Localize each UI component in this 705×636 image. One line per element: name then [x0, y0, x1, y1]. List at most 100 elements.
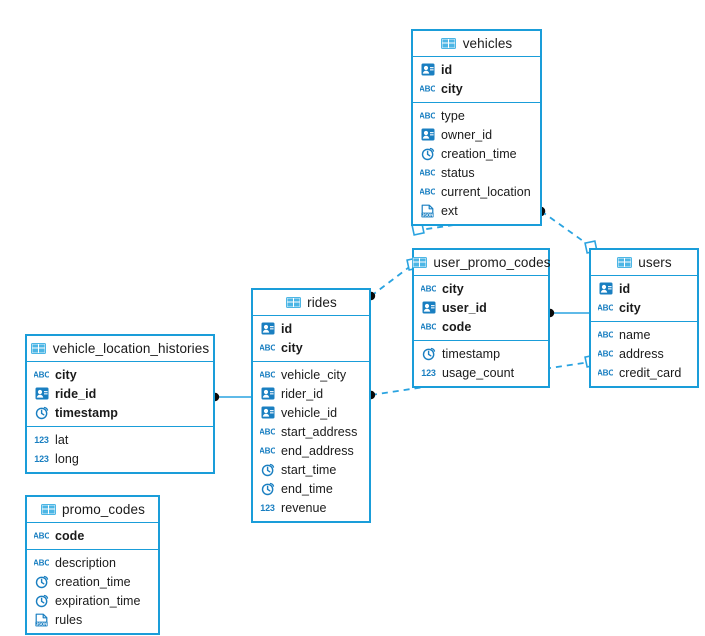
123-number-icon: 123 — [34, 453, 49, 464]
field-row-timestamp[interactable]: timestamp — [27, 403, 213, 422]
abc-text-icon: ABC — [420, 109, 435, 123]
field-row-type[interactable]: ABC type — [413, 106, 540, 125]
table-header-user_promo_codes[interactable]: user_promo_codes — [411, 250, 550, 276]
svg-text:ABC: ABC — [598, 331, 613, 340]
table-grid-icon — [31, 342, 47, 356]
id-card-icon — [260, 406, 275, 420]
table-header-promo_codes[interactable]: promo_codes — [27, 497, 158, 523]
field-row-address[interactable]: ABC address — [591, 344, 697, 363]
svg-text:ABC: ABC — [598, 350, 613, 359]
abc-text-icon: ABC — [598, 347, 613, 361]
field-name: code — [442, 319, 472, 334]
table-header-users[interactable]: users — [591, 250, 697, 276]
svg-text:ABC: ABC — [598, 369, 613, 378]
field-row-ext[interactable]: JSON ext — [413, 201, 540, 220]
table-grid-icon — [411, 256, 427, 270]
field-name: usage_count — [442, 365, 515, 380]
abc-text-icon: ABC — [420, 82, 435, 96]
field-row-timestamp[interactable]: timestamp — [414, 344, 548, 363]
svg-text:ABC: ABC — [260, 344, 275, 353]
relationship-vehicle_location_histories-rides[interactable] — [210, 392, 251, 402]
field-row-expiration_time[interactable]: expiration_time — [27, 591, 158, 610]
field-row-id[interactable]: id — [591, 279, 697, 298]
field-row-start_time[interactable]: start_time — [253, 460, 369, 479]
abc-text-icon: ABC — [34, 556, 49, 570]
field-row-creation_time[interactable]: creation_time — [413, 144, 540, 163]
field-row-ride_id[interactable]: ride_id — [27, 384, 213, 403]
field-row-creation_time[interactable]: creation_time — [27, 572, 158, 591]
field-row-usage_count[interactable]: 123 usage_count — [414, 363, 548, 382]
table-header-vehicle_location_histories[interactable]: vehicle_location_histories — [27, 336, 213, 362]
field-name: revenue — [281, 500, 327, 515]
table-title: rides — [307, 295, 337, 310]
relationship-user_promo_codes-users[interactable] — [545, 308, 589, 318]
table-grid-icon — [40, 503, 56, 517]
svg-text:ABC: ABC — [260, 371, 275, 380]
svg-text:ABC: ABC — [421, 323, 436, 332]
field-group: timestamp 123 usage_count — [414, 340, 548, 386]
field-row-owner_id[interactable]: owner_id — [413, 125, 540, 144]
svg-text:ABC: ABC — [420, 169, 435, 178]
field-row-vehicle_id[interactable]: vehicle_id — [253, 403, 369, 422]
json-document-icon: JSON — [34, 613, 49, 627]
field-name: city — [442, 281, 464, 296]
relationship-vehicles-users[interactable] — [536, 206, 598, 254]
field-name: start_address — [281, 424, 358, 439]
field-row-id[interactable]: id — [413, 60, 540, 79]
field-name: creation_time — [55, 574, 131, 589]
field-row-id[interactable]: id — [253, 319, 369, 338]
field-name: type — [441, 108, 465, 123]
table-header-vehicles[interactable]: vehicles — [413, 31, 540, 57]
123-number-icon: 123 — [421, 367, 436, 378]
id-card-icon — [420, 128, 435, 142]
field-name: timestamp — [55, 405, 118, 420]
field-row-code[interactable]: ABC code — [414, 317, 548, 336]
field-name: ext — [441, 203, 458, 218]
json-document-icon: JSON — [420, 204, 435, 218]
abc-text-icon: ABC — [260, 368, 275, 382]
clock-icon — [420, 147, 435, 161]
clock-icon — [34, 575, 49, 589]
field-name: address — [619, 346, 664, 361]
table-grid-icon — [285, 296, 301, 310]
field-name: creation_time — [441, 146, 517, 161]
field-name: start_time — [281, 462, 337, 477]
field-row-end_time[interactable]: end_time — [253, 479, 369, 498]
field-row-rider_id[interactable]: rider_id — [253, 384, 369, 403]
clock-icon — [421, 347, 436, 361]
table-grid-icon — [616, 256, 632, 270]
field-name: id — [281, 321, 293, 336]
table-header-rides[interactable]: rides — [253, 290, 369, 316]
svg-text:ABC: ABC — [420, 85, 435, 94]
table-title: promo_codes — [62, 502, 145, 517]
field-row-user_id[interactable]: user_id — [414, 298, 548, 317]
